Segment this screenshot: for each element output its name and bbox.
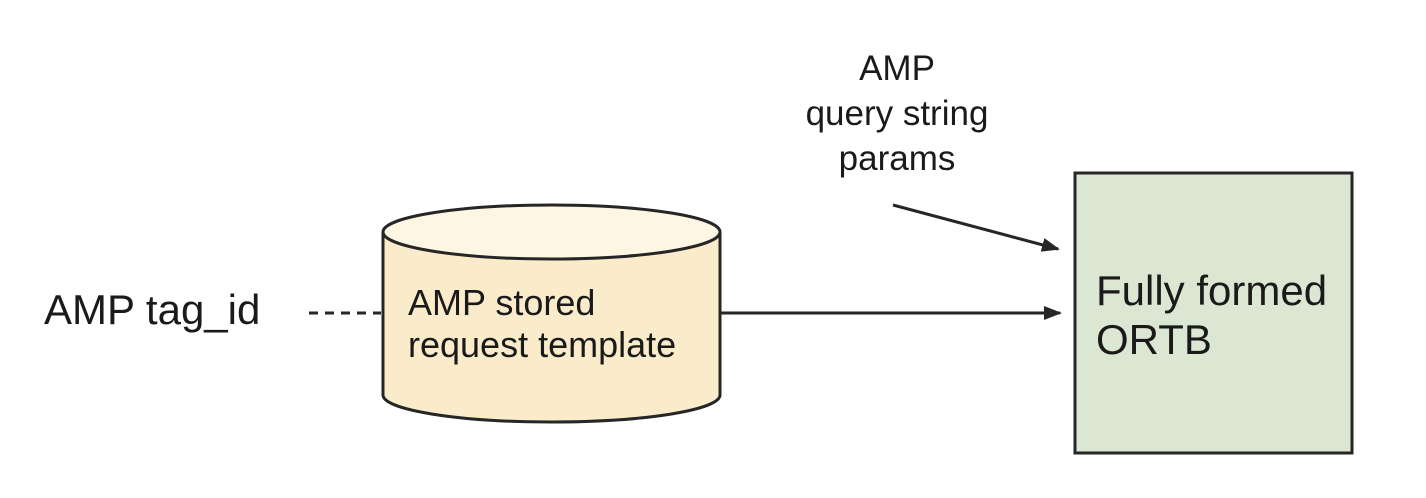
fully-formed-ortb-label: Fully formed ORTB — [1096, 267, 1328, 363]
cylinder-top — [381, 203, 722, 261]
query-string-params-label: AMP query string params — [805, 49, 989, 178]
query-params-to-ortb-arrow — [892, 203, 1060, 252]
stored-request-template-label: AMP stored request template — [408, 282, 677, 365]
ortb-box — [1073, 171, 1354, 455]
stored-request-cylinder — [381, 203, 722, 424]
cylinder-body — [381, 232, 722, 424]
amp-tag-id-label: AMP tag_id — [44, 286, 261, 333]
